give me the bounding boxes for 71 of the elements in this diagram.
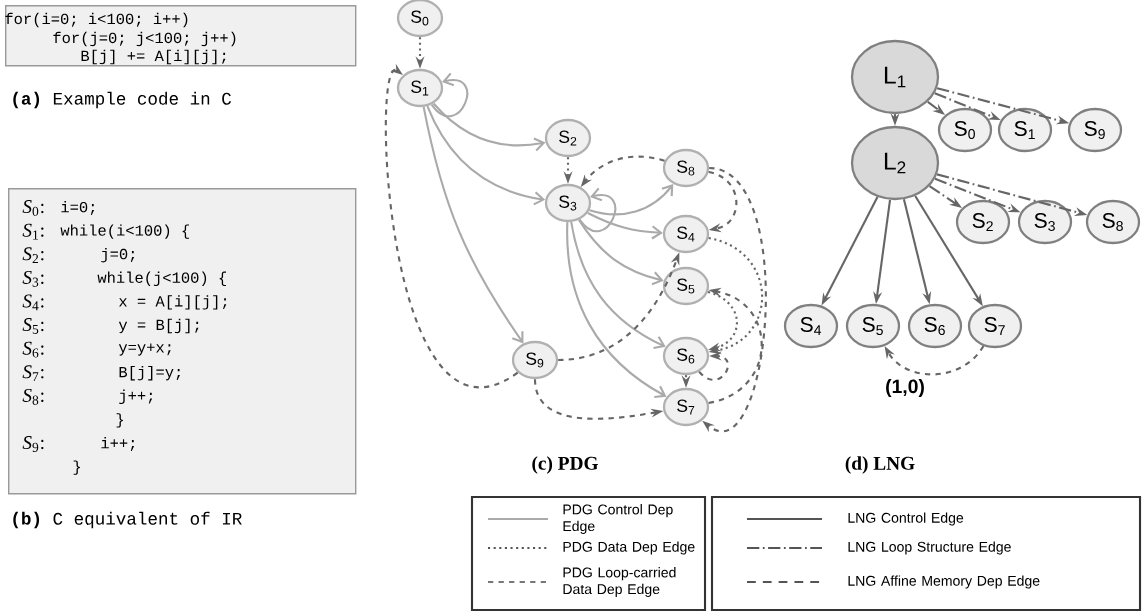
panel-caption: (c) PDG	[532, 456, 598, 474]
statement-node: S$_{4}$	[783, 303, 839, 349]
loop-node: L$_{2}$	[850, 125, 940, 201]
statement-node: S$_{0}$	[396, 0, 444, 38]
statement-node: S$_{6}$	[662, 336, 710, 376]
node-label: S$_{7}$:	[22, 365, 44, 382]
node-label: while(i<100) {	[60, 224, 189, 239]
statement-node: S$_{4}$	[662, 214, 710, 254]
arrow	[570, 221, 666, 349]
arrow	[426, 105, 546, 206]
statement-node: S$_{5}$	[845, 303, 901, 349]
statement-node: S$_{8}$	[662, 148, 710, 188]
node-label: S$_{1}$:	[22, 223, 44, 240]
node-label: S$_{9}$:	[22, 436, 44, 452]
statement-node: S$_{8}$	[1085, 199, 1141, 245]
arrow	[578, 219, 664, 286]
code-box: for(i=0; i<100; i++) for(j=0; j<100; j++) B[j] += A[i][j];	[5, 5, 357, 67]
legend-label: PDG Data Dep Edge	[563, 541, 695, 555]
node-label: S$_{0}$:	[22, 200, 44, 216]
arrow	[432, 102, 546, 152]
statement-node: S$_{2}$	[955, 199, 1011, 245]
node-label: S$_{6}$:	[22, 341, 44, 358]
node-label: while(j<100) {	[97, 271, 226, 286]
figure-caption: (b) C equivalent of IR	[13, 511, 242, 529]
statement-node: S$_{9}$	[1067, 107, 1123, 153]
statement-node: S$_{2}$	[544, 118, 592, 158]
node-label: S$_{8}$:	[22, 388, 44, 405]
arrow	[422, 106, 524, 344]
node-label: y = B[j];	[118, 318, 199, 334]
node-label: j=0;	[101, 247, 135, 263]
legend-label: LNG Loop Structure Edge	[848, 541, 1011, 555]
statement-node: S$_{5}$	[662, 266, 710, 306]
arrow	[587, 212, 663, 240]
statement-node: S$_{3}$	[1017, 199, 1073, 245]
arrow	[589, 184, 674, 216]
node-label: i=0;	[61, 201, 95, 215]
node-label: }	[116, 413, 123, 428]
statement-node: S$_{1}$	[396, 68, 444, 108]
node-label: S$_{2}$:	[22, 247, 44, 264]
statement-node: S$_{1}$	[997, 107, 1053, 153]
legend-label: PDG Loop-carried Data Dep Edge	[563, 567, 676, 597]
arrow	[384, 63, 519, 388]
arrow	[430, 72, 469, 118]
legend-label: PDG Control Dep Edge	[563, 504, 673, 534]
loop-node: L$_{1}$	[850, 39, 940, 115]
statement-node: S$_{7}$	[967, 303, 1023, 349]
node-label: y=y+x;	[118, 343, 171, 356]
arrow	[578, 187, 617, 233]
code-box: S$_{0}$: i=0; S$_{1}$: while(i<100) { S$_{2}$: j=0; S$_{3}$: while(j<100) { S$_{4}$: x = A[i][j]; S$_{5}$: y = B[j]; S$_{6}$: y=y+x; S$_{7}$: B[j]=y; S$_{8}$: j++; } S$_{9}$: i++; }	[8, 188, 357, 495]
arrow	[708, 170, 738, 233]
statement-node: S$_{9}$	[511, 340, 559, 380]
statement-node: S$_{3}$	[544, 183, 592, 223]
arrow	[708, 236, 764, 355]
node-label: i++;	[101, 437, 135, 451]
legend-label: LNG Control Edge	[848, 512, 964, 526]
statement-node: S$_{0}$	[937, 107, 993, 153]
node-label: S$_{4}$:	[22, 294, 44, 311]
statement-node: S$_{6}$	[907, 303, 963, 349]
arrow	[566, 222, 667, 399]
node-label: x = A[i][j];	[119, 295, 227, 310]
node-label: S$_{5}$:	[22, 318, 44, 334]
node-label: j++;	[119, 389, 153, 404]
legend-label: LNG Affine Memory Dep Edge	[848, 575, 1040, 589]
arrow	[707, 290, 738, 352]
statement-node: S$_{7}$	[662, 387, 710, 427]
node-label: }	[73, 460, 80, 475]
node-label: B[j]=y;	[119, 365, 180, 381]
figure-caption: (a) Example code in C	[13, 91, 232, 109]
panel-caption: (d) LNG	[845, 456, 915, 474]
edge-label: (1,0)	[883, 377, 927, 399]
node-label: S$_{3}$:	[22, 270, 44, 287]
